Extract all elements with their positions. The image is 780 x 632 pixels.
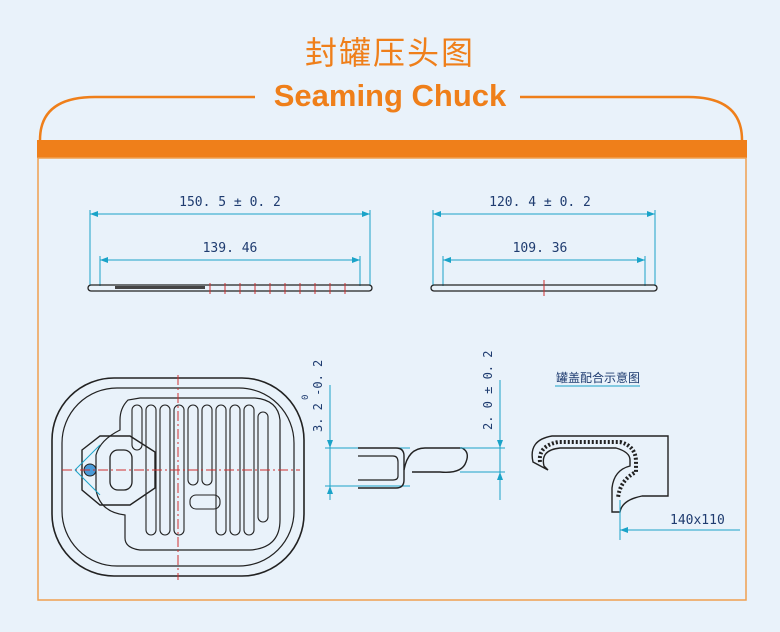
seam-fit-detail <box>531 385 740 540</box>
dim-vertical-right: 2. 0 ± 0. 2 <box>481 351 495 430</box>
dim-vertical-left: 3. 2 -0. 2 <box>311 360 325 432</box>
page-title-en-text: Seaming Chuck <box>263 78 517 113</box>
dim-top-right-inner: 109. 36 <box>513 241 568 256</box>
fit-diagram-label: 罐盖配合示意图 <box>556 370 640 385</box>
cross-section-view <box>325 380 505 500</box>
orange-band <box>37 140 747 158</box>
dim-top-left-outer: 150. 5 ± 0. 2 <box>179 195 281 210</box>
plan-view <box>51 375 305 580</box>
page-title-cn: 封罐压头图 <box>304 34 475 72</box>
top-right-profile-view <box>430 210 658 296</box>
dim-top-left-inner: 139. 46 <box>203 241 258 256</box>
title-frame-outline <box>38 95 744 141</box>
content-border <box>37 157 747 601</box>
top-left-profile-view <box>87 210 373 294</box>
dim-vertical-left-sup: 0 <box>301 395 311 400</box>
dim-size-label: 140x110 <box>670 513 725 528</box>
page-title-en: Seaming Chuck <box>0 78 780 114</box>
dim-top-right-outer: 120. 4 ± 0. 2 <box>489 195 591 210</box>
